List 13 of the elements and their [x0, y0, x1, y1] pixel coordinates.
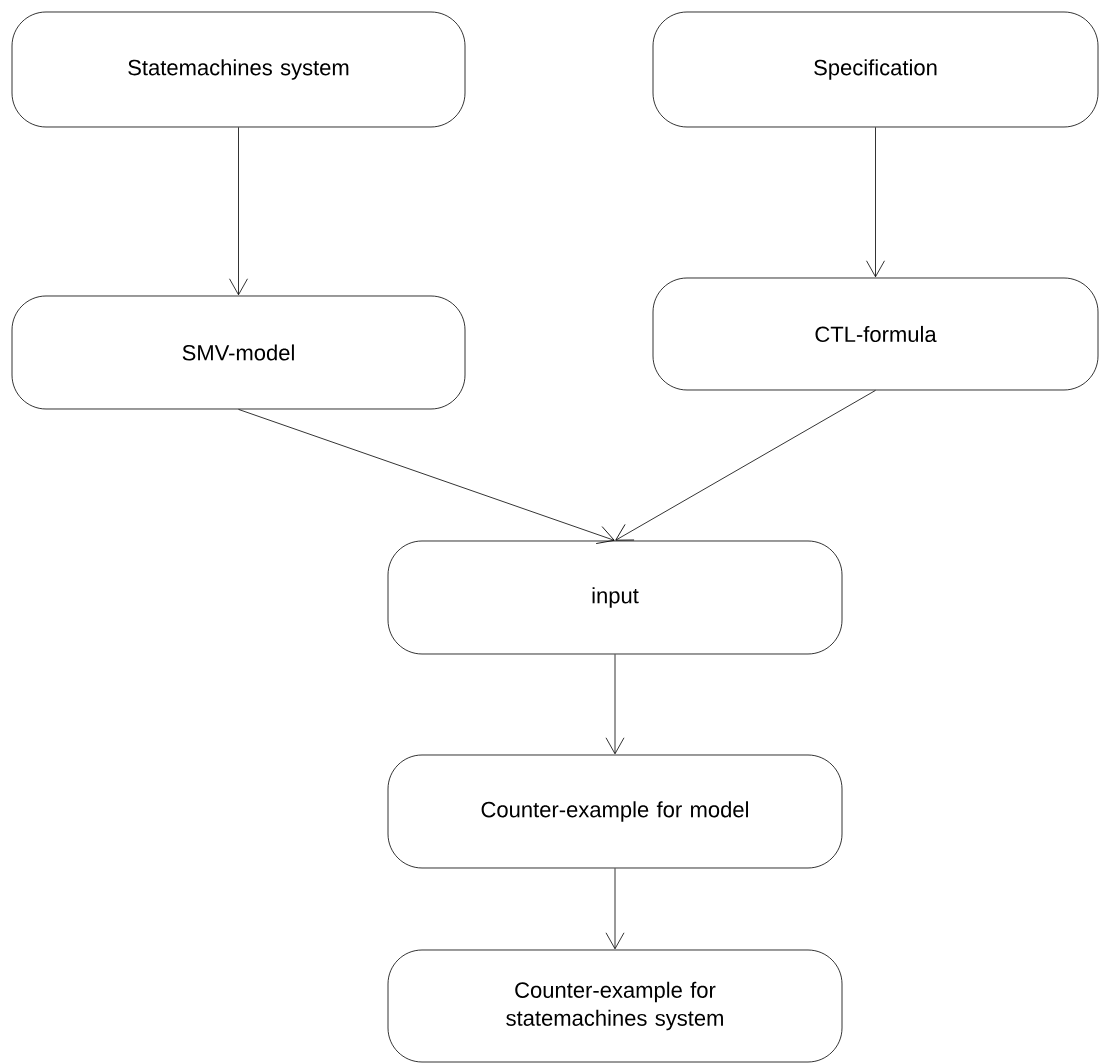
process-box: Counter-example for model — [387, 754, 843, 869]
process-box: CTL-formula — [652, 277, 1099, 391]
process-box: Statemachines system — [11, 11, 466, 128]
arrow — [605, 868, 625, 950]
process-box: SMV-model — [11, 295, 466, 410]
arrow — [866, 127, 885, 278]
arrow — [238, 409, 615, 544]
arrow — [615, 390, 876, 541]
process-box: input — [387, 540, 843, 655]
process-box: Counter-example for statemachines system — [387, 949, 843, 1063]
arrow — [229, 127, 248, 296]
process-box: Specification — [652, 11, 1099, 128]
arrow — [605, 654, 625, 755]
